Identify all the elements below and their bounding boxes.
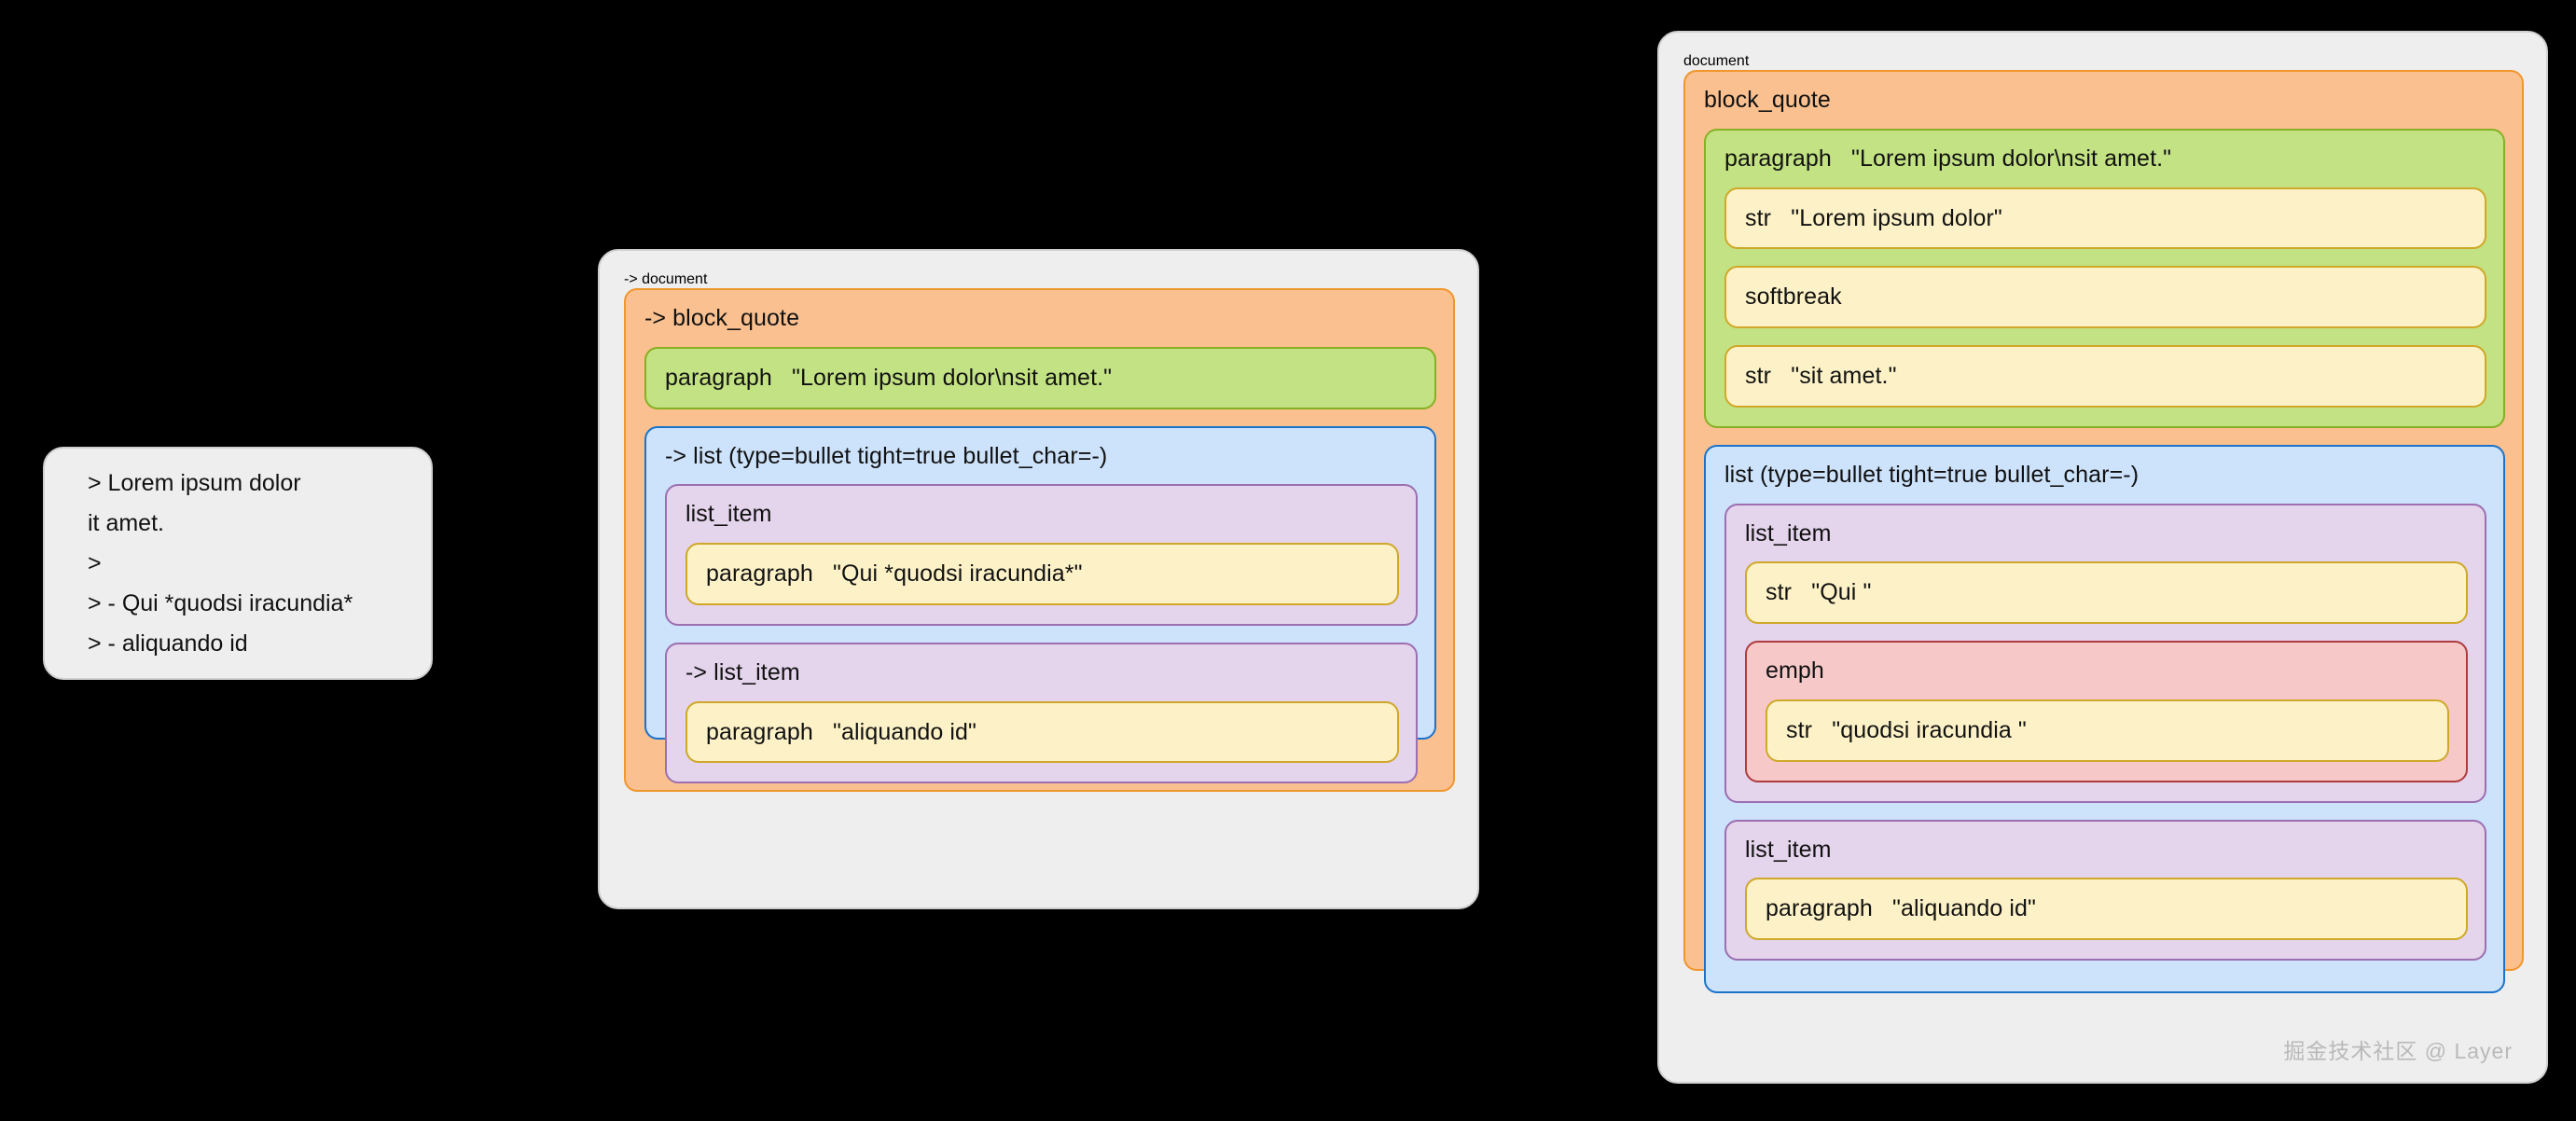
right-li2-paragraph-kind: paragraph: [1766, 895, 1873, 922]
source-line-5: > - aliquando id: [88, 630, 248, 657]
right-emph-str-kind: str: [1786, 716, 1813, 743]
mid-list-children: list_item paragraph "Qui *quodsi iracund…: [665, 484, 1418, 784]
right-block-quote-label: block_quote: [1704, 87, 1831, 113]
right-node-softbreak: softbreak: [1724, 266, 2486, 328]
mid-li2-paragraph-text: paragraph "aliquando id": [706, 719, 1378, 746]
source-line-4: > - Qui *quodsi iracundia*: [88, 589, 353, 616]
mid-node-list-item-2: -> list_item paragraph "aliquando id": [665, 642, 1418, 784]
right-block-quote-children: paragraph "Lorem ipsum dolor\nsit amet."…: [1704, 128, 2505, 993]
mid-node-list-item-1: list_item paragraph "Qui *quodsi iracund…: [665, 484, 1418, 626]
right-emph-str-literal: "quodsi iracundia ": [1832, 716, 2027, 743]
right-list-label: list (type=bullet tight=true bullet_char…: [1724, 461, 2140, 488]
right-emph-str-text: str "quodsi iracundia ": [1786, 717, 2429, 744]
right-node-emph-str: str "quodsi iracundia ": [1766, 699, 2449, 762]
right-li1-str-kind: str: [1766, 579, 1793, 606]
markdown-source-card: > Lorem ipsum dolor it amet. > > - Qui *…: [43, 447, 433, 680]
mid-list-item-1-label: list_item: [686, 501, 772, 528]
right-node-str-1: str "Lorem ipsum dolor": [1724, 187, 2486, 250]
right-node-li1-str: str "Qui ": [1745, 561, 2468, 624]
mid-paragraph-kind: paragraph: [665, 364, 772, 391]
right-paragraph-children: str "Lorem ipsum dolor" softbreak str "s…: [1724, 187, 2486, 408]
right-str-2-kind: str: [1745, 363, 1772, 389]
right-emph-label: emph: [1766, 657, 1824, 684]
mid-node-list: -> list (type=bullet tight=true bullet_c…: [644, 425, 1436, 784]
right-str-1-text: str "Lorem ipsum dolor": [1745, 205, 2466, 232]
right-node-emph: emph str "quodsi iracundia ": [1745, 641, 2468, 782]
source-line-2: it amet.: [88, 509, 164, 536]
right-li1-str-text: str "Qui ": [1766, 579, 2447, 606]
mid-node-block-quote: -> block_quote paragraph "Lorem ipsum do…: [624, 288, 1455, 792]
right-str-1-kind: str: [1745, 204, 1772, 231]
right-str-2-text: str "sit amet.": [1745, 363, 2466, 390]
right-paragraph-kind: paragraph: [1724, 145, 1832, 172]
mid-document-label: -> document: [624, 271, 708, 287]
right-node-list-item-2: list_item paragraph "aliquando id": [1724, 819, 2486, 961]
right-list-children: list_item str "Qui " emph str "quodsi ir…: [1724, 503, 2486, 961]
right-paragraph-text: paragraph "Lorem ipsum dolor\nsit amet.": [1724, 145, 2486, 173]
right-document-label: document: [1683, 53, 1750, 69]
mid-li2-paragraph-literal: "aliquando id": [833, 718, 977, 745]
source-line-1: > Lorem ipsum dolor: [88, 469, 301, 496]
mid-li1-paragraph-text: paragraph "Qui *quodsi iracundia*": [706, 560, 1378, 588]
right-node-li2-paragraph: paragraph "aliquando id": [1745, 878, 2468, 940]
right-node-block-quote: block_quote paragraph "Lorem ipsum dolor…: [1683, 70, 2524, 993]
right-softbreak-label: softbreak: [1745, 284, 1842, 311]
right-node-paragraph: paragraph "Lorem ipsum dolor\nsit amet."…: [1704, 128, 2505, 428]
mid-li1-paragraph-kind: paragraph: [706, 560, 813, 587]
mid-node-list-item-2-paragraph: paragraph "aliquando id": [686, 700, 1399, 764]
right-paragraph-literal: "Lorem ipsum dolor\nsit amet.": [1851, 145, 2172, 172]
right-li1-str-literal: "Qui ": [1811, 579, 1872, 606]
diagram-inline-level: document block_quote paragraph "Lorem ip…: [1657, 31, 2548, 1084]
right-li2-paragraph-literal: "aliquando id": [1892, 895, 2037, 922]
mid-list-label: -> list (type=bullet tight=true bullet_c…: [665, 442, 1108, 469]
mid-paragraph-text: paragraph "Lorem ipsum dolor\nsit amet.": [665, 365, 1416, 392]
right-str-2-literal: "sit amet.": [1791, 363, 1897, 389]
mid-list-item-2-label: -> list_item: [686, 658, 800, 685]
right-str-1-literal: "Lorem ipsum dolor": [1791, 204, 2002, 231]
right-list-item-2-label: list_item: [1745, 836, 1832, 863]
mid-li2-paragraph-kind: paragraph: [706, 718, 813, 745]
watermark-text: 掘金技术社区 @ Layer: [2283, 1039, 2513, 1063]
mid-node-list-item-1-paragraph: paragraph "Qui *quodsi iracundia*": [686, 543, 1399, 605]
right-list-item-1-children: str "Qui " emph str "quodsi iracundia ": [1745, 561, 2468, 782]
right-node-str-2: str "sit amet.": [1724, 345, 2486, 408]
mid-block-quote-children: paragraph "Lorem ipsum dolor\nsit amet."…: [644, 346, 1436, 784]
mid-paragraph-literal: "Lorem ipsum dolor\nsit amet.": [792, 364, 1113, 391]
right-node-list-item-1: list_item str "Qui " emph str "quodsi ir…: [1724, 503, 2486, 803]
diagram-block-level: -> document -> block_quote paragraph "Lo…: [598, 249, 1479, 909]
mid-block-quote-label: -> block_quote: [644, 305, 800, 331]
right-node-list: list (type=bullet tight=true bullet_char…: [1704, 444, 2505, 993]
mid-li1-paragraph-literal: "Qui *quodsi iracundia*": [833, 560, 1083, 587]
right-list-item-1-label: list_item: [1745, 519, 1832, 547]
source-line-3: >: [88, 549, 102, 576]
right-li2-paragraph-text: paragraph "aliquando id": [1766, 895, 2447, 922]
mid-node-paragraph: paragraph "Lorem ipsum dolor\nsit amet.": [644, 346, 1436, 409]
